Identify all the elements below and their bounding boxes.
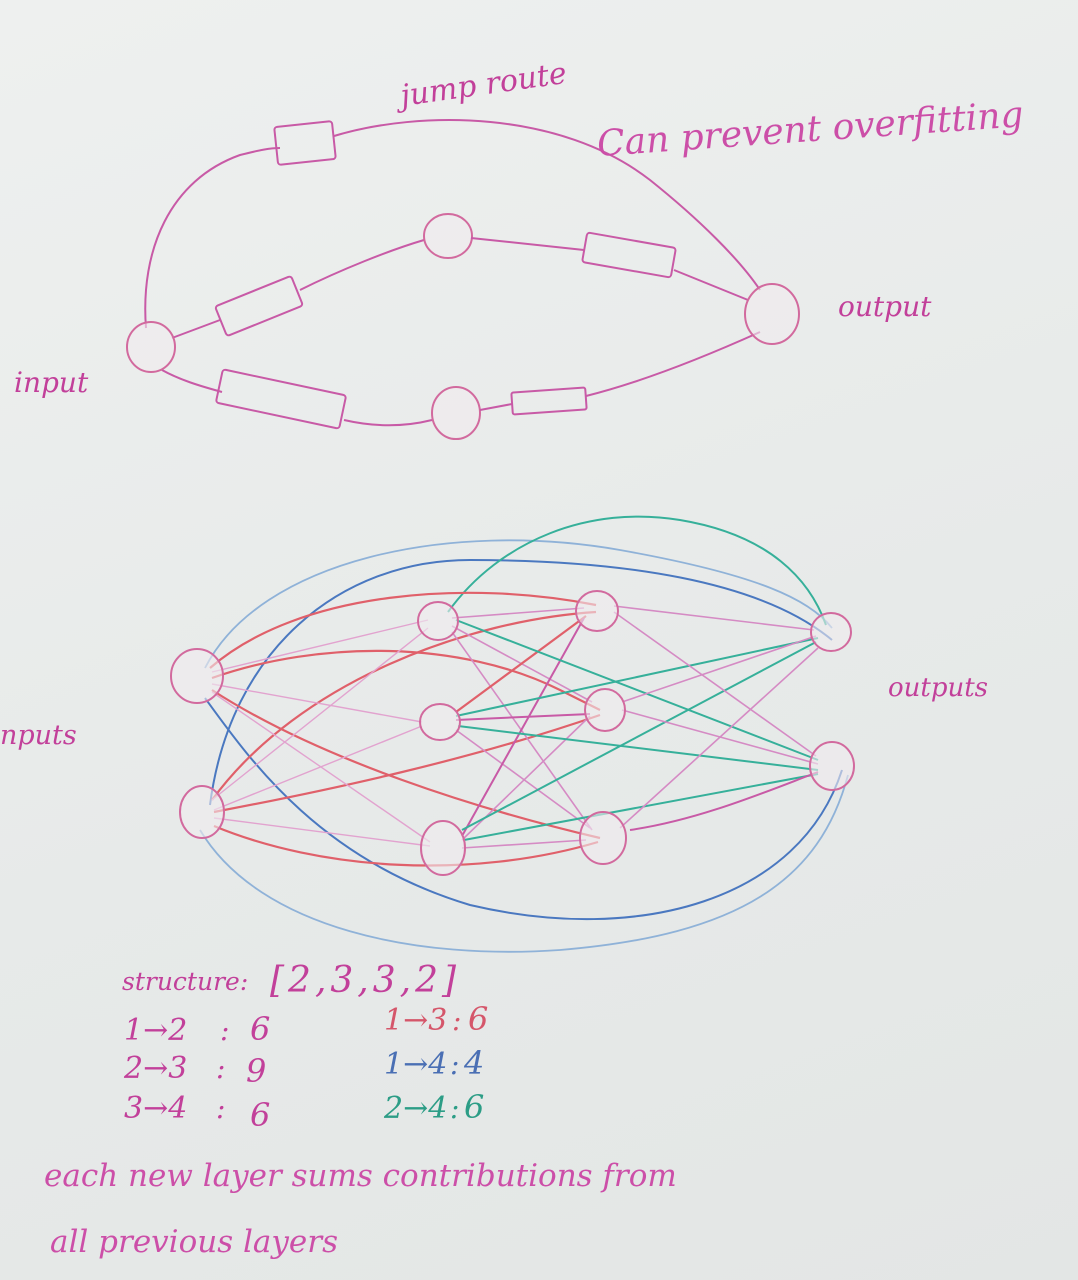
middle-block-2	[581, 231, 677, 279]
lower-node	[431, 386, 481, 440]
edge-l2-l4	[455, 637, 819, 717]
layer4-node-1	[810, 612, 852, 652]
input-node	[126, 321, 176, 373]
layer2-node-1	[417, 601, 459, 641]
jump-route-edge-2	[333, 119, 761, 291]
count-value: 6	[250, 1010, 270, 1048]
edge-l2-l3	[451, 631, 593, 831]
count-route: 3→4	[124, 1091, 187, 1126]
output-node	[744, 283, 800, 345]
skip-connection-diagram	[126, 119, 800, 440]
footnote-line-1: each new layer sums contributions from	[44, 1158, 677, 1194]
edge-l1-l3	[213, 824, 599, 867]
layer1-node-2	[179, 785, 225, 839]
edge-l1-l4	[204, 697, 843, 921]
middle-path-edge-2	[299, 239, 425, 291]
layer2-node-3	[420, 820, 466, 876]
lower-path-edge-2	[343, 419, 433, 427]
output-label: output	[838, 290, 932, 323]
edge-l1-l3	[211, 649, 601, 711]
middle-path-edge-3	[470, 237, 585, 251]
edge-l1-l2	[211, 683, 423, 723]
layer3-node-3	[579, 811, 627, 865]
middle-node	[423, 213, 473, 259]
count-route: 2→3	[123, 1051, 187, 1086]
edge-l1-l2	[211, 619, 429, 673]
count-separator: :	[450, 1048, 459, 1081]
layer3-node-1	[575, 590, 619, 632]
count-separator: :	[216, 1092, 225, 1125]
edge-l2-l4	[461, 641, 817, 831]
dense-network-diagram	[170, 515, 855, 953]
edge-l1-l3	[213, 713, 601, 814]
lower-path-edge-4	[585, 331, 761, 397]
lower-path-edge-3	[479, 403, 513, 411]
count-route: 1→2	[124, 1013, 187, 1048]
edge-l1-l4	[199, 774, 849, 953]
layer3-node-2	[584, 688, 626, 732]
edge-l2-l3	[461, 839, 587, 849]
lower-block-1	[215, 368, 347, 430]
count-separator: :	[450, 1092, 459, 1125]
footnote-line-2: all previous layers	[50, 1224, 338, 1260]
edge-l3-l4	[621, 635, 817, 703]
edge-l1-l2	[213, 817, 431, 847]
middle-path-edge-1	[171, 319, 221, 339]
edge-l2-l3	[455, 615, 587, 713]
lower-block-2	[510, 386, 588, 416]
edge-l2-l3	[455, 729, 591, 829]
inputs-label: nputs	[0, 720, 77, 751]
edge-l2-l3	[451, 607, 585, 619]
edge-l1-l3	[209, 591, 597, 669]
count-separator: :	[452, 1004, 461, 1037]
edge-l3-l4	[629, 771, 819, 831]
edge-l2-l4	[463, 773, 819, 841]
edge-l1-l2	[211, 627, 429, 801]
structure-value: [2,3,3,2]	[270, 960, 460, 1001]
layer4-node-2	[809, 741, 855, 791]
jump-route-block	[273, 120, 337, 166]
jump-route-edge	[144, 147, 281, 329]
edge-l2-l3	[461, 617, 585, 837]
middle-path-edge-4	[673, 269, 749, 301]
count-route: 2→4	[383, 1091, 447, 1126]
middle-block-1	[214, 275, 304, 337]
outputs-label: outputs	[888, 673, 988, 703]
count-route: 1→3	[384, 1003, 447, 1038]
count-separator: :	[216, 1052, 225, 1085]
count-value: 4	[463, 1044, 484, 1082]
edge-l1-l4	[204, 539, 833, 669]
jump-route-label: jump route	[392, 56, 569, 115]
edge-l2-l4	[455, 619, 819, 761]
edge-l1-l4	[209, 558, 833, 806]
edge-l2-l4	[447, 515, 827, 626]
edge-l3-l4	[613, 605, 815, 631]
edge-l2-l3	[455, 713, 591, 721]
count-value: 6	[250, 1096, 270, 1134]
overfitting-note: Can prevent overfitting	[596, 94, 1025, 165]
layer2-node-2	[419, 703, 461, 741]
edge-l1-l2	[213, 725, 423, 811]
layer1-node-1	[170, 648, 224, 704]
structure-label: structure:	[122, 967, 248, 996]
edge-l1-l3	[211, 689, 601, 840]
count-value: 9	[246, 1052, 266, 1090]
edge-l1-l3	[211, 610, 597, 801]
count-value: 6	[464, 1088, 484, 1126]
lower-path-edge-1	[161, 369, 223, 393]
count-separator: :	[220, 1014, 229, 1047]
input-label: input	[14, 366, 89, 399]
count-value: 6	[468, 1000, 488, 1038]
edge-l3-l4	[619, 647, 819, 829]
edge-l3-l4	[613, 611, 817, 757]
edge-l2-l4	[457, 725, 819, 771]
count-route: 1→4	[384, 1047, 447, 1082]
